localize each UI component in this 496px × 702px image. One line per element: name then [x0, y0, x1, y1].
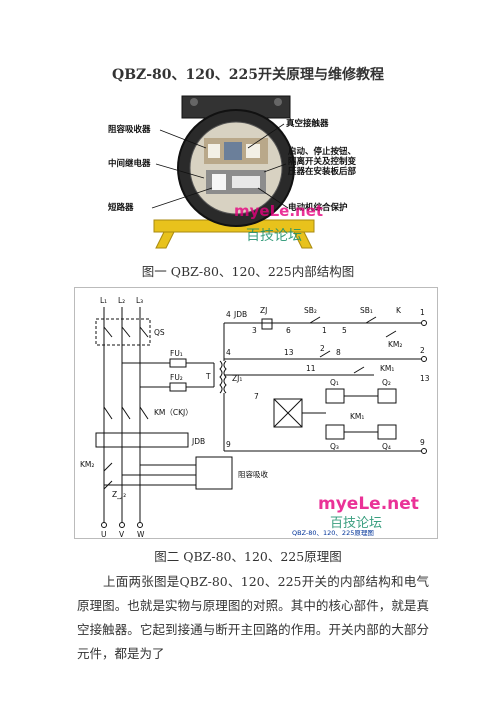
lbl-n4b: 4 [226, 348, 231, 357]
lbl-L2: L₂ [118, 296, 125, 305]
label-zhongjian: 中间继电器 [108, 158, 151, 169]
lbl-n1b: 1 [322, 326, 327, 335]
lbl-L3: L₃ [136, 296, 143, 305]
label-qidong-3: 压器在安装板后部 [288, 166, 357, 177]
diagram-subtitle: QBZ-80、120、225原理图 [292, 529, 374, 537]
label-dianji: 电动机综合保护 [288, 202, 348, 213]
lbl-ZJ1: ZJ₁ [232, 374, 242, 383]
lbl-KM2-b: KM₂ [80, 460, 94, 469]
lbl-Q4: Q₄ [382, 442, 391, 451]
label-zhenkong: 真空接触器 [286, 118, 329, 129]
lbl-ZJ: ZJ [260, 306, 267, 315]
diagram-watermark-2: 百技论坛 [330, 516, 382, 531]
lbl-n11: 11 [306, 364, 316, 373]
watermark-1: myeLe.net [234, 202, 323, 220]
label-qidong-1: 启动、停止按钮、 [288, 146, 356, 157]
label-qidong-2: 隔离开关及控制变 [288, 156, 357, 167]
lbl-n13b: 13 [420, 374, 430, 383]
lbl-JDB-a: JDB [233, 310, 247, 319]
lbl-JDB-b: JDB [191, 437, 205, 446]
lbl-FU2: FU₂ [170, 373, 183, 382]
lbl-n3: 3 [252, 326, 257, 335]
diagram-watermark-1: myeLe.net [318, 494, 419, 514]
lbl-ZJ2: Z_J₂ [112, 490, 126, 499]
lbl-K: K [396, 306, 402, 315]
lbl-n2b: 2 [320, 344, 325, 353]
lbl-QS: QS [154, 328, 165, 337]
lbl-Q3: Q₃ [330, 442, 339, 451]
lbl-SB1: SB₁ [360, 306, 373, 315]
lbl-Q2: Q₂ [382, 378, 391, 387]
lbl-n5: 5 [342, 326, 347, 335]
lbl-n4: 4 [226, 310, 231, 319]
lbl-FU1: FU₁ [170, 349, 183, 358]
circuit-diagram: L₁ L₂ L₃ QS FU₁ FU₂ T ZJ₁ KM（CKJ） JDB JD… [74, 287, 438, 539]
page-title: QBZ-80、120、225开关原理与维修教程 [112, 67, 384, 83]
lbl-n9b: 9 [420, 438, 425, 447]
lbl-Q1: Q₁ [330, 378, 339, 387]
lbl-n13: 13 [284, 348, 294, 357]
figure1-caption: 图一 QBZ-80、120、225内部结构图 [141, 264, 355, 279]
watermark-2: 百技论坛 [246, 228, 302, 244]
label-duanlu: 短路器 [108, 202, 134, 213]
lbl-SB2: SB₂ [304, 306, 317, 315]
lbl-n9: 9 [226, 440, 231, 449]
lbl-KM1-b: KM₁ [350, 412, 364, 421]
body-paragraph: 上面两张图是QBZ-80、120、225开关的内部结构和电气原理图。也就是实物与… [77, 574, 429, 661]
lbl-KM: KM（CKJ） [154, 408, 193, 417]
structure-photo: 阻容吸收器 中间继电器 短路器 真空接触器 启动、停止按钮、 隔离开关及控制变 … [108, 95, 357, 249]
lbl-L1: L₁ [100, 296, 107, 305]
lbl-V: V [119, 530, 125, 539]
lbl-n6: 6 [286, 326, 291, 335]
lbl-n1: 1 [420, 308, 425, 317]
lbl-n2: 2 [420, 346, 425, 355]
lbl-KM2-a: KM₂ [388, 340, 402, 349]
lbl-U: U [101, 530, 107, 539]
lbl-zurong: 阻容吸收 [238, 469, 268, 479]
label-zurong: 阻容吸收器 [108, 124, 151, 135]
figure2-caption: 图二 QBZ-80、120、225原理图 [154, 549, 342, 564]
lbl-W: W [137, 530, 145, 539]
lbl-n7: 7 [254, 392, 259, 401]
lbl-KM1-a: KM₁ [380, 364, 394, 373]
lbl-T: T [205, 372, 211, 381]
lbl-n8: 8 [336, 348, 341, 357]
